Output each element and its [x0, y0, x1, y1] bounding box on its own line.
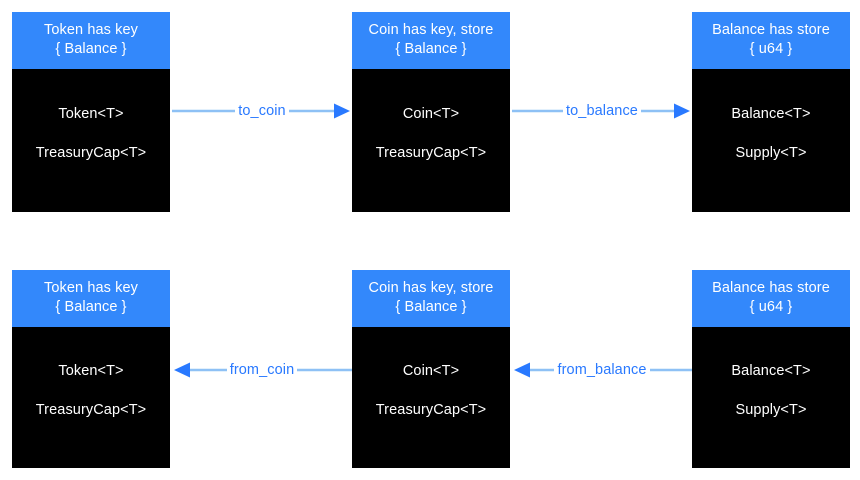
node-header: Token has key { Balance }: [12, 12, 170, 69]
node-row: Balance<T>: [731, 105, 811, 122]
node-row: Coin<T>: [402, 362, 460, 379]
node-body: Coin<T> TreasuryCap<T>: [352, 327, 510, 468]
node-token-top[interactable]: Token has key { Balance } Token<T> Treas…: [12, 12, 170, 212]
node-balance-bottom[interactable]: Balance has store { u64 } Balance<T> Sup…: [692, 270, 850, 468]
node-row: TreasuryCap<T>: [35, 401, 147, 418]
edge-label: to_balance: [563, 102, 641, 120]
node-body: Balance<T> Supply<T>: [692, 327, 850, 468]
edge-from-coin[interactable]: from_coin: [172, 355, 352, 385]
edge-label: to_coin: [235, 102, 289, 120]
node-balance-top[interactable]: Balance has store { u64 } Balance<T> Sup…: [692, 12, 850, 212]
node-header: Coin has key, store { Balance }: [352, 12, 510, 69]
node-coin-bottom[interactable]: Coin has key, store { Balance } Coin<T> …: [352, 270, 510, 468]
edge-from-balance[interactable]: from_balance: [512, 355, 692, 385]
node-header: Balance has store { u64 }: [692, 270, 850, 327]
node-row: Token<T>: [58, 362, 124, 379]
node-body: Balance<T> Supply<T>: [692, 69, 850, 212]
node-header: Balance has store { u64 }: [692, 12, 850, 69]
node-coin-top[interactable]: Coin has key, store { Balance } Coin<T> …: [352, 12, 510, 212]
edge-label: from_coin: [226, 361, 298, 379]
node-body: Coin<T> TreasuryCap<T>: [352, 69, 510, 212]
node-header: Token has key { Balance }: [12, 270, 170, 327]
node-row: Supply<T>: [735, 401, 807, 418]
node-row: TreasuryCap<T>: [35, 144, 147, 161]
node-row: TreasuryCap<T>: [375, 401, 487, 418]
node-row: Coin<T>: [402, 105, 460, 122]
node-body: Token<T> TreasuryCap<T>: [12, 327, 170, 468]
node-body: Token<T> TreasuryCap<T>: [12, 69, 170, 212]
edge-label: from_balance: [554, 361, 650, 379]
node-row: TreasuryCap<T>: [375, 144, 487, 161]
edge-to-coin[interactable]: to_coin: [172, 96, 352, 126]
node-token-bottom[interactable]: Token has key { Balance } Token<T> Treas…: [12, 270, 170, 468]
node-row: Balance<T>: [731, 362, 811, 379]
node-row: Supply<T>: [735, 144, 807, 161]
edge-to-balance[interactable]: to_balance: [512, 96, 692, 126]
node-header: Coin has key, store { Balance }: [352, 270, 510, 327]
node-row: Token<T>: [58, 105, 124, 122]
